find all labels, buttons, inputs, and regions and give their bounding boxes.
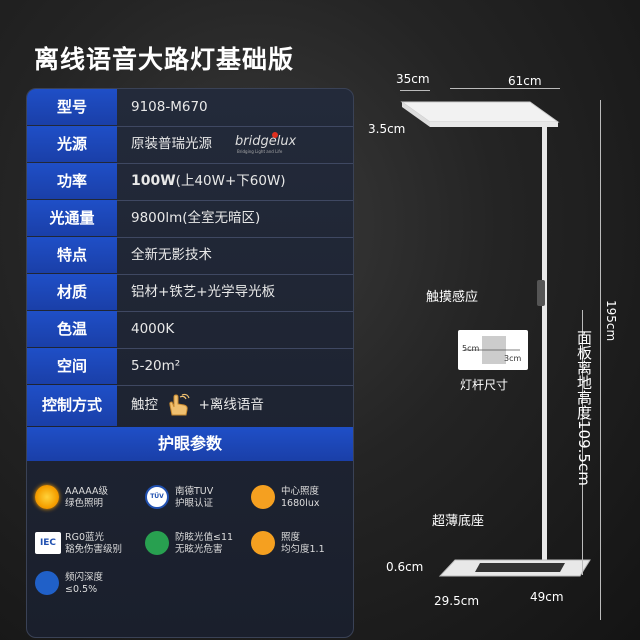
dim-top-length: 61cm: [508, 74, 542, 88]
spec-value: 全新无影技术: [131, 247, 212, 263]
feature-item: 中心照度 1680lux: [251, 483, 351, 515]
feature-item: 频闪深度 ≤0.5%: [35, 569, 145, 601]
spec-row-feature: 特点 全新无影技术: [27, 237, 353, 275]
spec-label: 色温: [27, 311, 117, 347]
feature-line1: 照度: [281, 532, 301, 543]
spec-label: 控制方式: [27, 385, 117, 426]
feature-line2: 绿色照明: [65, 498, 104, 509]
spec-row-power: 功率 100W(上40W+下60W): [27, 163, 353, 201]
feature-line1: RG0蓝光: [65, 532, 105, 543]
feature-item: 防眩光值≤11 无眩光危害: [145, 529, 250, 561]
feature-line1: 中心照度: [281, 486, 320, 497]
dim-height: 195cm: [604, 300, 618, 342]
feature-line1: 频闪深度: [65, 572, 104, 583]
feature-item: IEC RG0蓝光 豁免伤害级别: [35, 529, 145, 561]
spec-label: 功率: [27, 163, 117, 199]
brand-tagline: Bridging Light and Life: [237, 149, 283, 154]
spec-value: 5-20m²: [131, 358, 181, 374]
power-split: (上40W+下60W): [175, 173, 286, 189]
feature-line2: 无眩光危害: [175, 544, 223, 555]
spec-row-flux: 光通量 9800lm(全室无暗区): [27, 200, 353, 238]
lamp-uniformity-icon: [251, 531, 275, 555]
spec-row-source: 光源 原装普瑞光源 bridgelux Bridging Light and L…: [27, 126, 353, 164]
control-voice: +离线语音: [198, 397, 264, 413]
brand-name: bridgelux: [235, 134, 297, 149]
dim-top-width: 35cm: [396, 72, 430, 86]
feature-line1: AAAAA级: [65, 486, 109, 497]
feature-line2: 1680lux: [281, 498, 320, 509]
flicker-icon: [35, 571, 59, 595]
lamp-diagram: 35cm 61cm 3.5cm 195cm 触摸感应 5cm 3cm 灯杆尺寸 …: [360, 60, 640, 640]
iec-icon: IEC: [35, 532, 61, 554]
power-total: 100W: [131, 173, 176, 189]
spec-value: 4000K: [131, 321, 175, 337]
spec-label: 型号: [27, 89, 117, 125]
spec-label: 特点: [27, 237, 117, 273]
feature-item: 照度 均匀度1.1: [251, 529, 351, 561]
dim-base-length: 49cm: [530, 590, 564, 604]
feature-line2: 均匀度1.1: [281, 544, 325, 555]
spec-row-material: 材质 铝材+铁艺+光学导光板: [27, 274, 353, 312]
eye-shield-icon: [145, 531, 169, 555]
spec-label: 光源: [27, 126, 117, 162]
feature-item: AAAAA级 绿色照明: [35, 483, 140, 515]
spec-value: 9800lm(全室无暗区): [131, 210, 261, 226]
spec-row-control: 控制方式 触控 +离线语音: [27, 385, 353, 428]
spec-value: 100W(上40W+下60W): [131, 163, 286, 199]
spec-value: 9108-M670: [131, 99, 208, 115]
lamp-drawing: [400, 101, 591, 577]
sun-icon: [35, 485, 59, 509]
spec-row-model: 型号 9108-M670: [27, 89, 353, 127]
spec-row-cct: 色温 4000K: [27, 311, 353, 349]
base-label: 超薄底座: [432, 514, 485, 529]
touch-sensor-label: 触摸感应: [426, 290, 479, 305]
feature-line1: 防眩光值≤11: [175, 532, 234, 543]
brand-dot: [272, 132, 278, 138]
spec-label: 空间: [27, 348, 117, 384]
spec-row-space: 空间 5-20m²: [27, 348, 353, 386]
pole-d-label: 3cm: [504, 354, 522, 363]
center-illuminance-icon: [251, 485, 275, 509]
spec-value: 铝材+铁艺+光学导光板: [131, 284, 276, 300]
panel-height-label: 面板离地高度109.5cm: [575, 330, 593, 486]
pole-w-label: 5cm: [462, 344, 480, 353]
feature-line2: ≤0.5%: [65, 584, 98, 595]
feature-line2: 豁免伤害级别: [65, 544, 123, 555]
feature-item: TÜV 南德TUV 护眼认证: [145, 483, 250, 515]
spec-value: 触控 +离线语音: [131, 385, 264, 426]
bridgelux-logo: bridgelux Bridging Light and Life: [235, 132, 315, 158]
page-title: 离线语音大路灯基础版: [34, 45, 295, 74]
tuv-icon: TÜV: [145, 485, 169, 509]
control-touch: 触控: [131, 397, 158, 413]
feature-line2: 护眼认证: [175, 498, 214, 509]
hand-touch-icon: [164, 393, 192, 417]
dim-base-thickness: 0.6cm: [386, 560, 424, 574]
eye-params-header: 护眼参数: [27, 427, 353, 461]
pole-size-label: 灯杆尺寸: [460, 378, 509, 392]
dim-head-thickness: 3.5cm: [368, 122, 406, 136]
spec-value: 原装普瑞光源: [131, 136, 212, 152]
spec-label: 光通量: [27, 200, 117, 236]
feature-line1: 南德TUV: [175, 486, 214, 497]
spec-label: 材质: [27, 274, 117, 310]
dim-base-width: 29.5cm: [434, 594, 480, 608]
spec-panel: 型号 9108-M670 光源 原装普瑞光源 bridgelux Bridgin…: [26, 88, 354, 638]
